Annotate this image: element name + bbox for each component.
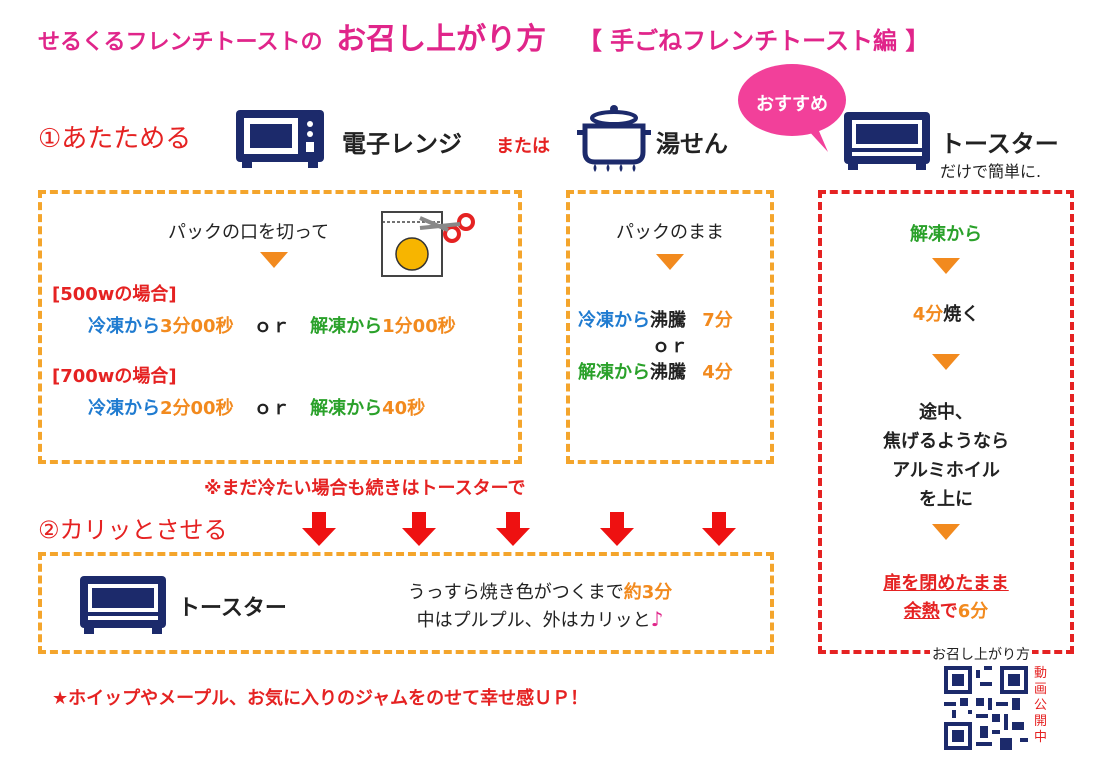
w700-frozen-time: 2分00秒 [160, 398, 234, 419]
toaster-bake-time: 4分 [912, 304, 944, 325]
recommend-bubble [738, 64, 846, 152]
step2-line1: うっすら焼き色がつくまで [407, 582, 624, 603]
w500-frozen-label: 冷凍から [88, 316, 160, 337]
water-bath-label: 湯せん [656, 130, 728, 158]
red-arrow-down-icon [402, 512, 436, 546]
scissors-pack-icon [381, 211, 475, 277]
step1-label: ①あたためる [38, 124, 192, 154]
pack-text: パックのまま [616, 222, 724, 243]
w500-header: [500wの場合] [52, 284, 177, 305]
arrow-down-icon [932, 354, 960, 370]
w700-header: [700wの場合] [52, 366, 177, 387]
w500-thawed-time: 1分00秒 [382, 316, 456, 337]
bath-thawed-row: 解凍から沸騰 4分 [578, 358, 733, 384]
toaster-mid-2: 焦げるようなら [883, 431, 1009, 452]
arrow-down-icon [260, 252, 288, 268]
toaster-icon [844, 112, 930, 170]
step2-line2: 中はプルプル、外はカリッと [416, 610, 651, 631]
bath-frozen-row: 冷凍から沸騰 7分 [578, 306, 733, 332]
toaster-icon [80, 576, 166, 634]
red-arrow-down-icon [702, 512, 736, 546]
qr-label: お召し上がり方 [930, 644, 1032, 664]
bath-thawed-label: 解凍から [578, 362, 650, 383]
recommend-label: おすすめ [756, 94, 828, 115]
w700-or: ｏｒ [253, 398, 290, 419]
toaster-label: トースター [940, 130, 1059, 158]
toaster-mid-4: を上に [919, 489, 973, 510]
toaster-close-1: 扉を閉めたまま [883, 573, 1009, 594]
w700-frozen-label: 冷凍から [88, 398, 160, 419]
toaster-residual-de: で [939, 601, 958, 622]
pot-icon [577, 105, 651, 172]
arrow-down-icon [932, 258, 960, 274]
bath-frozen-time: 7分 [702, 310, 733, 331]
w500-row: 冷凍から3分00秒 ｏｒ 解凍から1分00秒 [88, 312, 456, 338]
red-arrow-down-icon [302, 512, 336, 546]
title-big: お召し上がり方 [336, 22, 547, 57]
toaster-bake: 4分焼く [822, 300, 1070, 326]
title-small: せるくるフレンチトーストの [38, 30, 323, 55]
toaster-thawed: 解凍から [910, 224, 982, 245]
toaster-mid-1: 途中、 [919, 402, 973, 423]
toaster-box: 解凍から 4分焼く 途中、 焦げるようなら アルミホイル を上に 扉を閉めたまま… [818, 190, 1074, 654]
cut-text: パックの口を切って [168, 222, 330, 243]
or-text: または [496, 136, 550, 157]
qr-code-icon[interactable] [944, 666, 1028, 750]
water-bath-box: パックのまま 冷凍から沸騰 7分 ｏｒ 解凍から沸騰 4分 [566, 190, 774, 464]
toaster-bake-text: 焼く [943, 304, 980, 325]
bath-or: ｏｒ [652, 336, 688, 357]
toaster-close-text: 扉を閉めたまま 余熱で6分 [822, 570, 1070, 626]
music-note-icon: ♪ [650, 607, 664, 631]
video-label: 動画公開中 [1034, 666, 1048, 745]
red-arrow-down-icon [496, 512, 530, 546]
toaster-mid-text: 途中、 焦げるようなら アルミホイル を上に [822, 398, 1070, 514]
microwave-icon [236, 110, 324, 168]
microwave-label: 電子レンジ [342, 130, 462, 158]
page-title: せるくるフレンチトーストの お召し上がり方 【 手ごねフレンチトースト編 】 [38, 14, 929, 58]
step2-toaster-label: トースター [178, 596, 287, 621]
bath-frozen-label: 冷凍から [578, 310, 650, 331]
w500-or: ｏｒ [253, 316, 290, 337]
w700-thawed-time: 40秒 [382, 398, 426, 419]
step2-text: うっすら焼き色がつくまで約3分 中はプルプル、外はカリッと♪ [360, 580, 720, 634]
w700-row: 冷凍から2分00秒 ｏｒ 解凍から40秒 [88, 394, 425, 420]
arrow-down-icon [932, 524, 960, 540]
toaster-residual-time: 6分 [957, 601, 989, 622]
red-arrow-down-icon [600, 512, 634, 546]
w500-thawed-label: 解凍から [310, 316, 383, 337]
toaster-residual: 余熱 [903, 601, 940, 622]
microwave-box: パックの口を切って [500wの場合] 冷凍から3分00秒 ｏｒ 解凍から1分0… [38, 190, 522, 464]
title-edition: 【 手ごねフレンチトースト編 】 [577, 27, 930, 55]
note-cold: ※まだ冷たい場合も続きはトースターで [204, 478, 526, 499]
bath-thawed-time: 4分 [702, 362, 733, 383]
w500-frozen-time: 3分00秒 [160, 316, 234, 337]
footer-tip: ★ホイップやメープル、お気に入りのジャムをのせて幸せ感ＵＰ！ [52, 688, 589, 709]
step2-line1-time: 約3分 [623, 582, 673, 603]
step2-label: ②カリッとさせる [38, 516, 228, 544]
toaster-mid-3: アルミホイル [892, 460, 1000, 481]
w700-thawed-label: 解凍から [310, 398, 383, 419]
step2-box: トースター うっすら焼き色がつくまで約3分 中はプルプル、外はカリッと♪ [38, 552, 774, 654]
bath-thawed-boil: 沸騰 [650, 362, 686, 383]
bath-frozen-boil: 沸騰 [650, 310, 686, 331]
toaster-note: だけで簡単に. [940, 162, 1042, 181]
arrow-down-icon [656, 254, 684, 270]
